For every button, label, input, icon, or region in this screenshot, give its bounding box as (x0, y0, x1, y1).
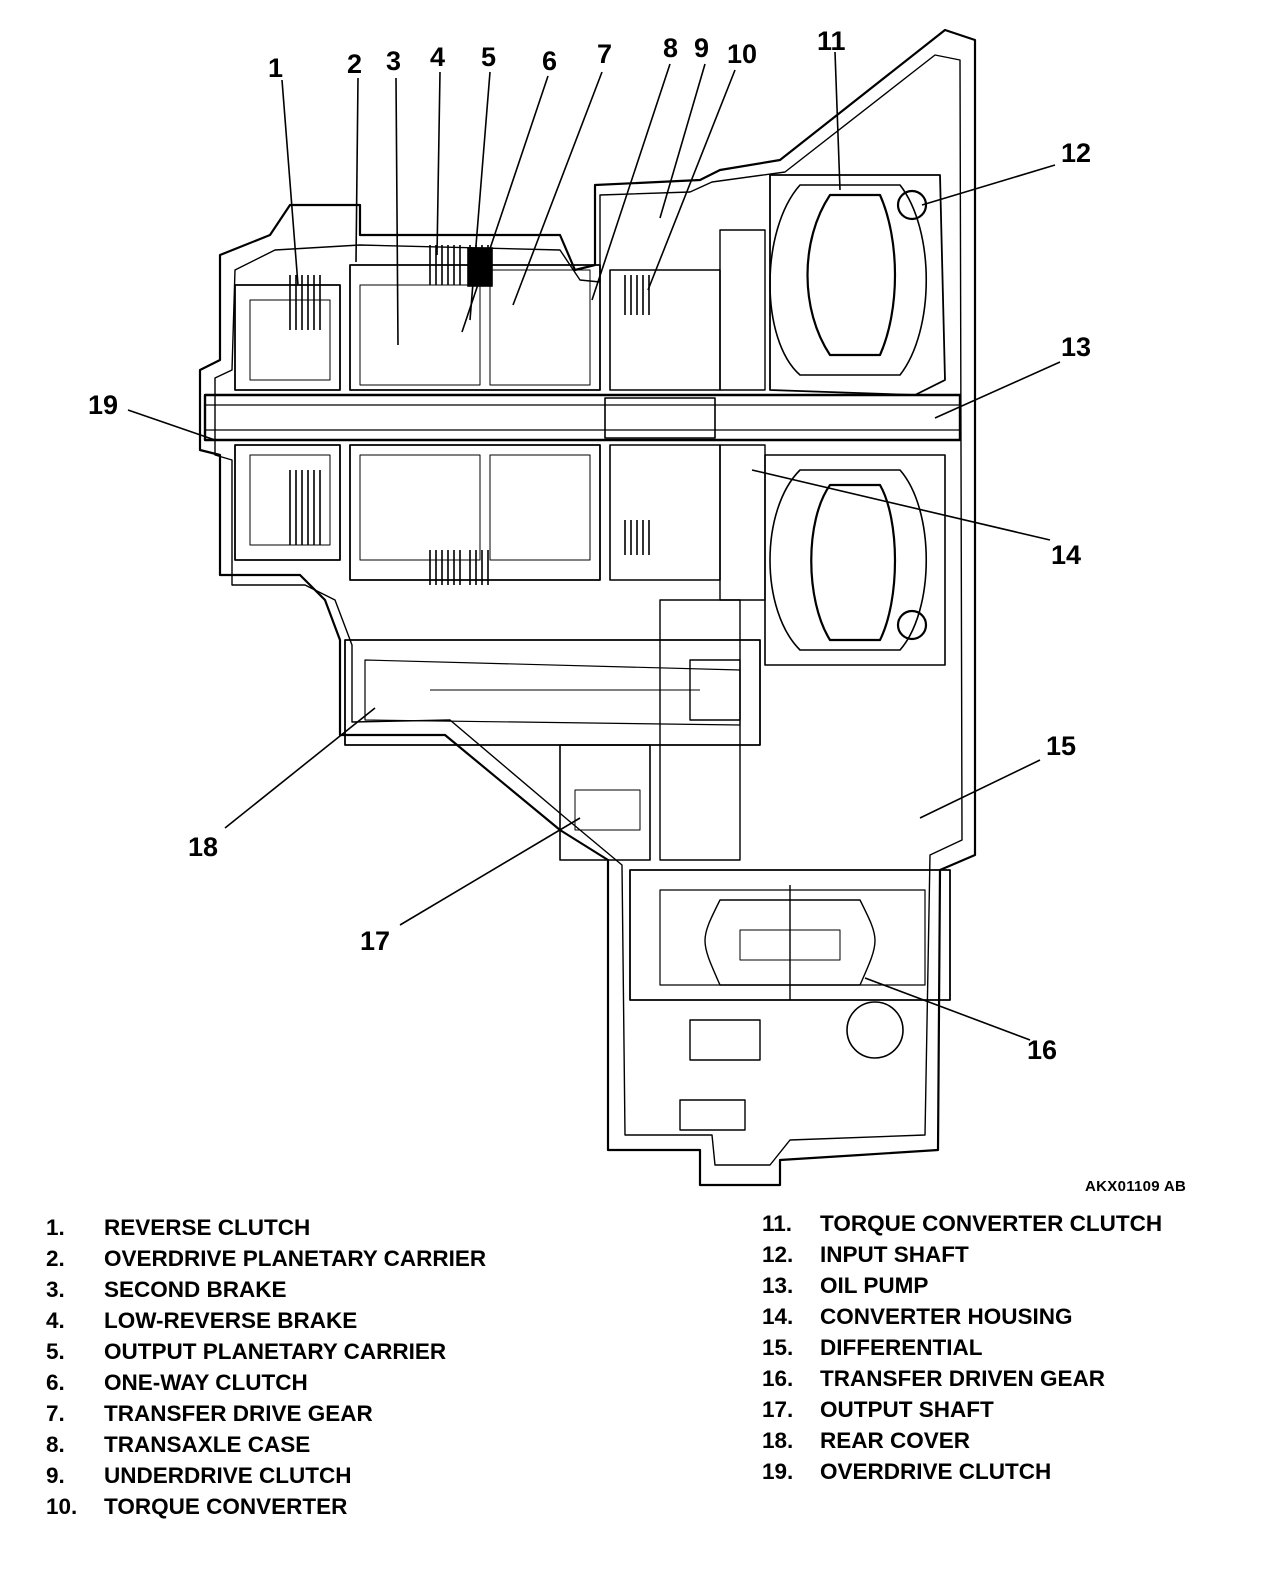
legend-number: 15. (762, 1335, 794, 1360)
callout-2: 2 (347, 49, 362, 79)
legend-label: TORQUE CONVERTER (104, 1494, 348, 1519)
legend-item: 17. OUTPUT SHAFT (762, 1394, 1162, 1425)
legend-number: 7. (46, 1401, 65, 1426)
legend-label: TORQUE CONVERTER CLUTCH (820, 1211, 1163, 1236)
callout-4: 4 (430, 42, 445, 72)
legend-item: 9. UNDERDRIVE CLUTCH (46, 1460, 486, 1491)
legend-number: 3. (46, 1277, 65, 1302)
legend-label: UNDERDRIVE CLUTCH (104, 1463, 352, 1488)
callout-3: 3 (386, 46, 401, 76)
legend-number: 18. (762, 1428, 794, 1453)
callout-10: 10 (727, 39, 757, 69)
legend-item: 7. TRANSFER DRIVE GEAR (46, 1398, 486, 1429)
legend-label: CONVERTER HOUSING (820, 1304, 1073, 1329)
legend-item: 3. SECOND BRAKE (46, 1274, 486, 1305)
housing-outline (198, 28, 977, 1187)
legend-number: 12. (762, 1242, 794, 1267)
legend-label: INPUT SHAFT (820, 1242, 969, 1267)
callout-16: 16 (1027, 1035, 1057, 1065)
legend-label: REVERSE CLUTCH (104, 1215, 311, 1240)
legend-label: OIL PUMP (820, 1273, 929, 1298)
callout-9: 9 (694, 33, 709, 63)
legend-label: TRANSAXLE CASE (104, 1432, 311, 1457)
legend-item: 13. OIL PUMP (762, 1270, 1162, 1301)
legend-label: SECOND BRAKE (104, 1277, 287, 1302)
legend-label: ONE-WAY CLUTCH (104, 1370, 308, 1395)
legend-item: 12. INPUT SHAFT (762, 1239, 1162, 1270)
legend-item: 14. CONVERTER HOUSING (762, 1301, 1162, 1332)
legend-label: TRANSFER DRIVE GEAR (104, 1401, 373, 1426)
legend-item: 8. TRANSAXLE CASE (46, 1429, 486, 1460)
legend-label: OVERDRIVE CLUTCH (820, 1459, 1052, 1484)
callout-1: 1 (268, 53, 283, 83)
legend-item: 5. OUTPUT PLANETARY CARRIER (46, 1336, 486, 1367)
transaxle-cutaway-diagram: 1 2 3 4 5 6 7 8 9 10 11 12 13 14 15 16 1… (88, 26, 1091, 1187)
legend-left-column: 1. REVERSE CLUTCH 2. OVERDRIVE PLANETARY C… (46, 1212, 486, 1522)
legend-number: 2. (46, 1246, 65, 1271)
legend-item: 19. OVERDRIVE CLUTCH (762, 1456, 1162, 1487)
legend-number: 4. (46, 1308, 65, 1333)
legend-number: 16. (762, 1366, 794, 1391)
legend-label: OUTPUT PLANETARY CARRIER (104, 1339, 447, 1364)
callout-labels: 1 2 3 4 5 6 7 8 9 10 11 12 13 14 15 16 1… (88, 26, 1091, 1065)
legend-item: 2. OVERDRIVE PLANETARY CARRIER (46, 1243, 486, 1274)
legend-item: 10. TORQUE CONVERTER (46, 1491, 486, 1522)
legend-item: 18. REAR COVER (762, 1425, 1162, 1456)
callout-19: 19 (88, 390, 118, 420)
legend-label: REAR COVER (820, 1428, 971, 1453)
callout-18: 18 (188, 832, 218, 862)
legend-label: DIFFERENTIAL (820, 1335, 983, 1360)
callout-7: 7 (597, 39, 612, 69)
legend-label: OVERDRIVE PLANETARY CARRIER (104, 1246, 487, 1271)
legend-right-column: 11. TORQUE CONVERTER CLUTCH 12. INPUT SHAF… (762, 1208, 1162, 1487)
callout-15: 15 (1046, 731, 1076, 761)
legend-item: 6. ONE-WAY CLUTCH (46, 1367, 486, 1398)
legend-number: 17. (762, 1397, 794, 1422)
legend-number: 14. (762, 1304, 794, 1329)
legend-number: 8. (46, 1432, 65, 1457)
clutch-plates (289, 245, 650, 585)
legend-number: 13. (762, 1273, 794, 1298)
callout-13: 13 (1061, 332, 1091, 362)
callout-5: 5 (481, 42, 496, 72)
legend-item: 16. TRANSFER DRIVEN GEAR (762, 1363, 1162, 1394)
legend-number: 10. (46, 1494, 78, 1519)
legend-number: 19. (762, 1459, 794, 1484)
callout-8: 8 (663, 33, 678, 63)
legend-number: 5. (46, 1339, 65, 1364)
legend-item: 1. REVERSE CLUTCH (46, 1212, 486, 1243)
callout-14: 14 (1051, 540, 1081, 570)
legend-label: TRANSFER DRIVEN GEAR (820, 1366, 1106, 1391)
legend-label: LOW-REVERSE BRAKE (104, 1308, 358, 1333)
legend-item: 11. TORQUE CONVERTER CLUTCH (762, 1208, 1162, 1239)
legend-item: 4. LOW-REVERSE BRAKE (46, 1305, 486, 1336)
leader-lines (127, 51, 1061, 1041)
callout-11: 11 (817, 26, 846, 56)
callout-6: 6 (542, 46, 557, 76)
legend-item: 15. DIFFERENTIAL (762, 1332, 1162, 1363)
figure-id: AKX01109 AB (1085, 1178, 1187, 1195)
callout-17: 17 (360, 926, 390, 956)
legend-number: 11. (762, 1211, 793, 1236)
legend-number: 9. (46, 1463, 65, 1488)
legend-number: 6. (46, 1370, 65, 1395)
callout-12: 12 (1061, 138, 1091, 168)
legend-label: OUTPUT SHAFT (820, 1397, 994, 1422)
legend-number: 1. (46, 1215, 65, 1240)
